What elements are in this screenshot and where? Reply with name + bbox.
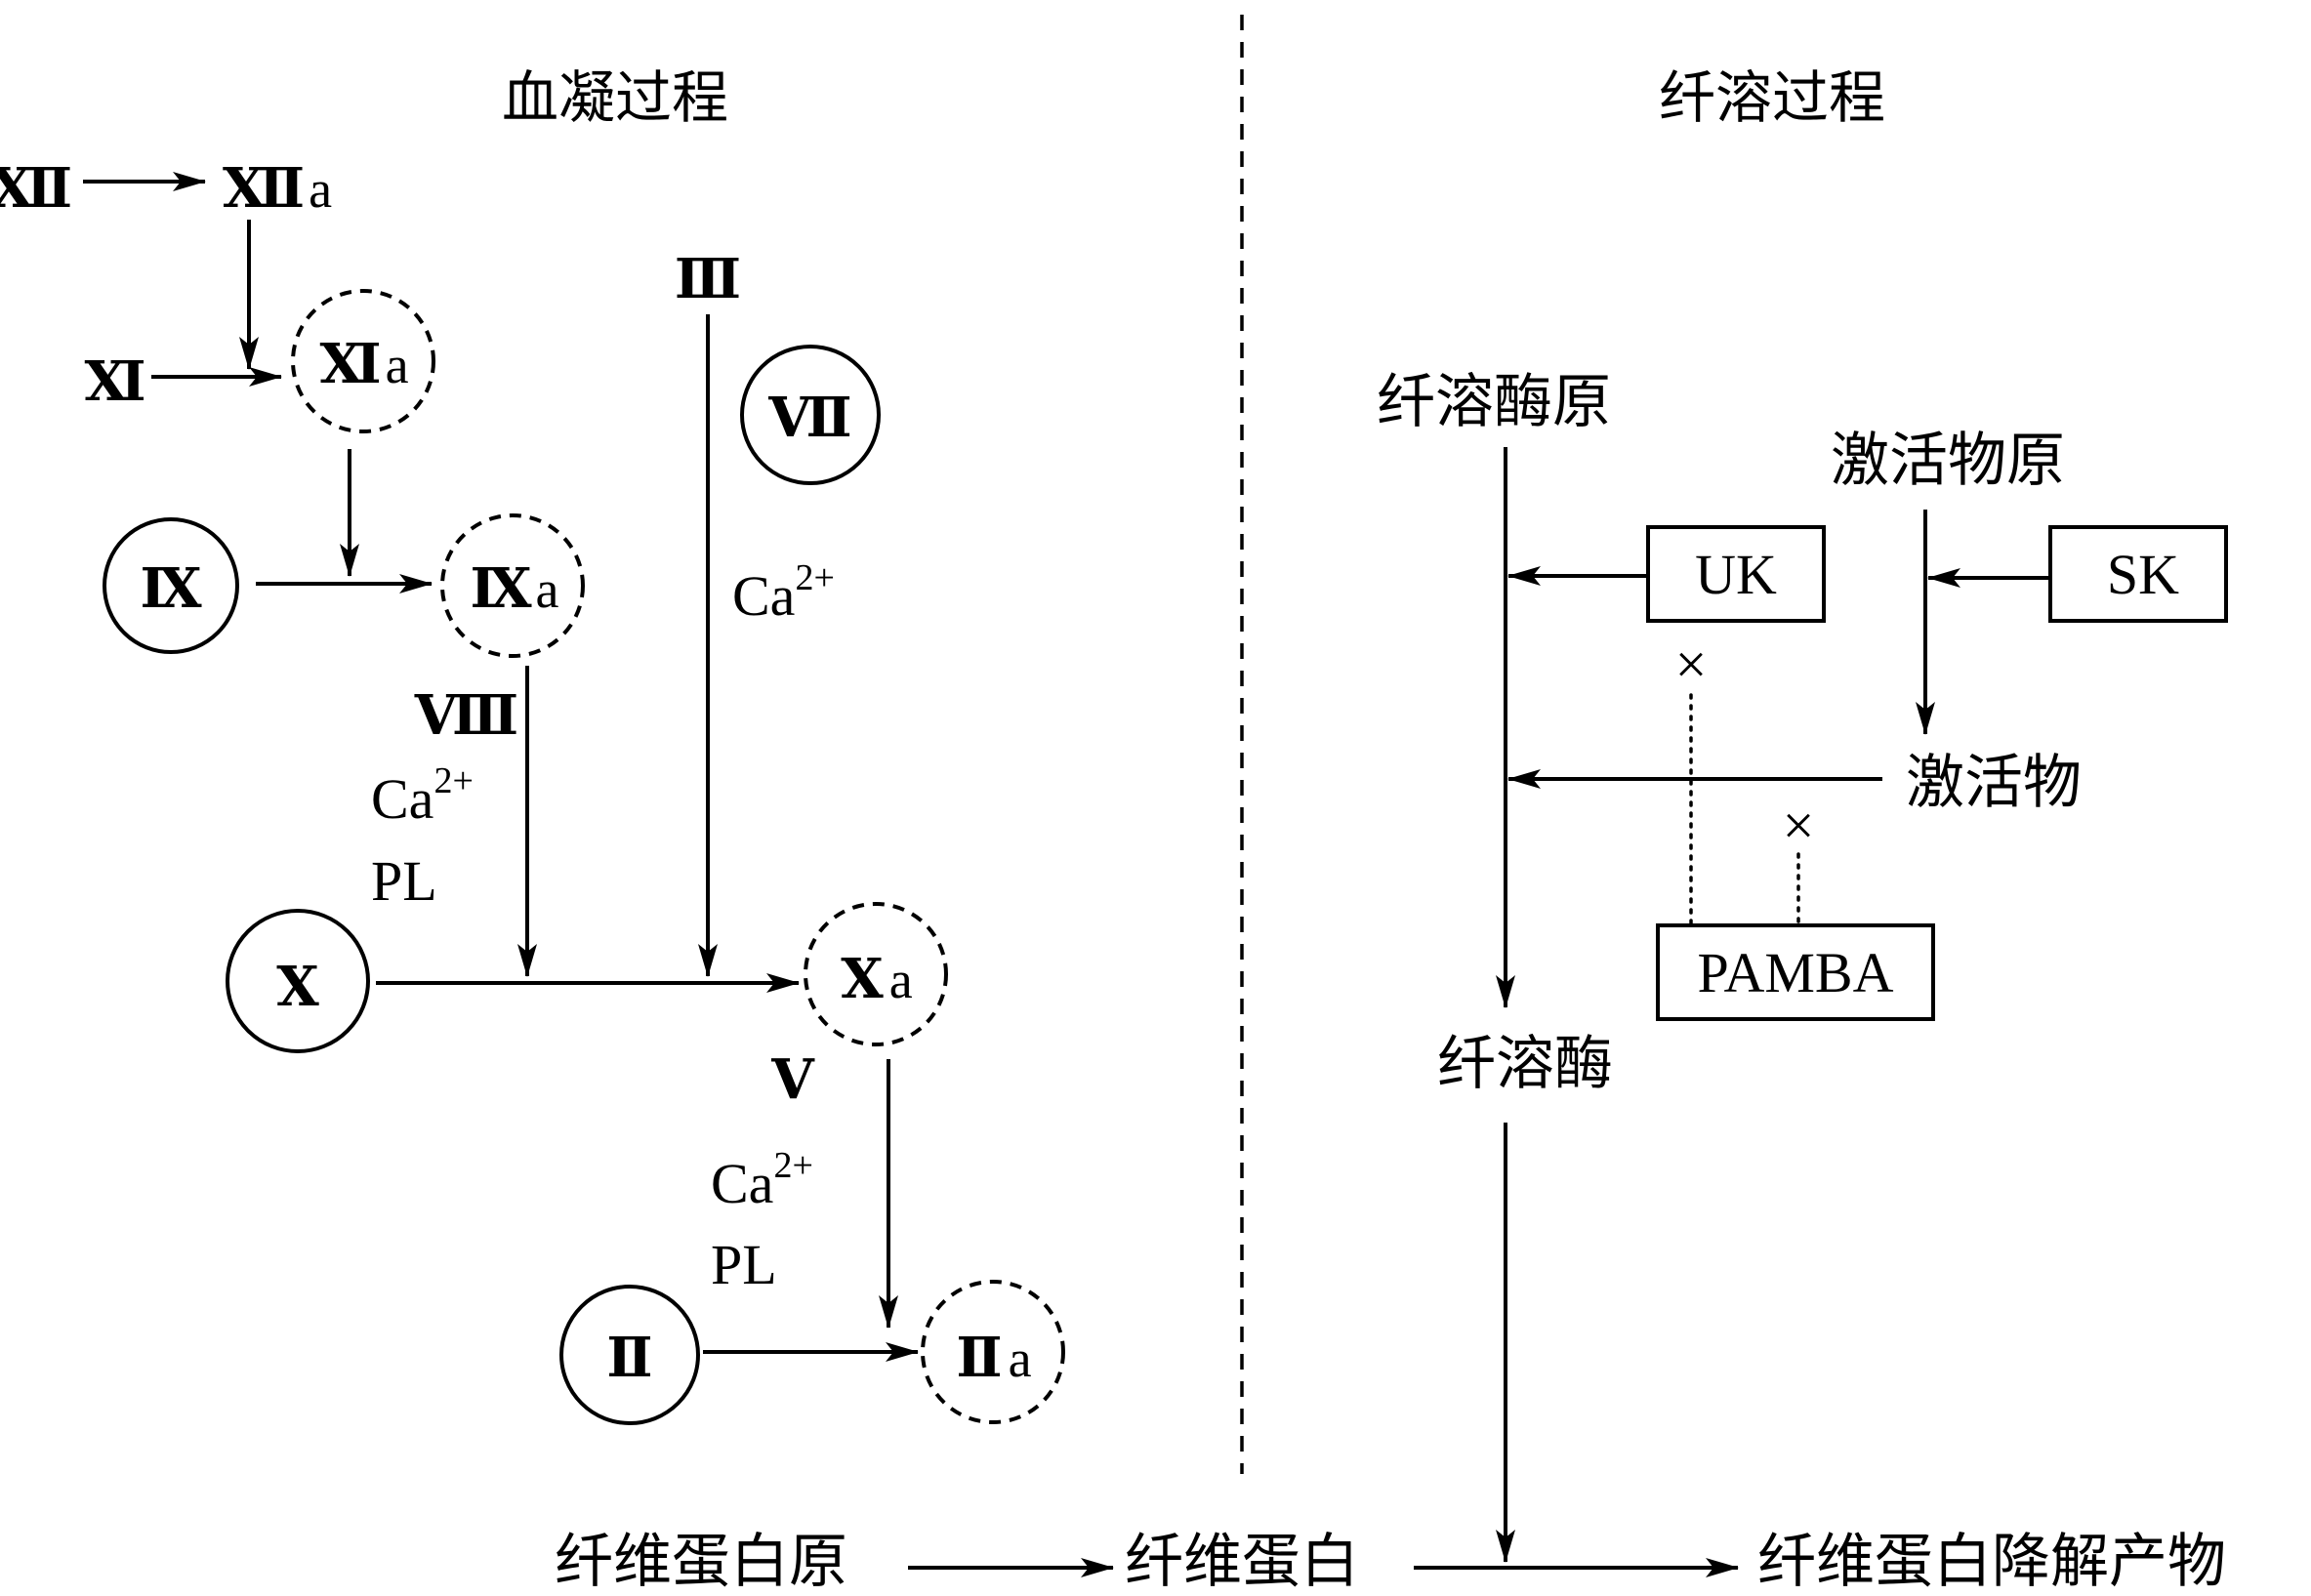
pamba-inhibit-activator-cross: × <box>1783 794 1815 857</box>
factor-10-circle <box>226 909 370 1053</box>
factor-11a-circle <box>291 289 435 433</box>
xa-calcium-charge: 2+ <box>773 1145 812 1186</box>
factor-10a-numeral: Ⅹ <box>841 947 884 1011</box>
sk-label: SK <box>2107 543 2179 606</box>
sk-box <box>2048 525 2228 623</box>
factor-12-label: Ⅻ <box>0 156 72 221</box>
activator-label: 激活物 <box>1906 749 2082 817</box>
fibrinolysis-title: 纤溶过程 <box>1659 64 1885 131</box>
ixa-calcium-charge: 2+ <box>433 760 473 801</box>
xa-phospholipid: PL <box>711 1233 777 1296</box>
factor-9a-circle <box>440 513 585 658</box>
factor-2a-circle <box>921 1280 1065 1424</box>
factor-2-circle <box>559 1285 700 1425</box>
factor-12a-numeral: Ⅻ <box>223 156 305 221</box>
factor-9-label: Ⅸ <box>140 556 201 621</box>
vii-calcium-symbol: Ca <box>732 564 795 628</box>
plasmin-label: 纤溶酶 <box>1437 1030 1613 1098</box>
factor-9a-suffix: a <box>536 560 559 619</box>
fibrin-label: 纤维蛋白 <box>1125 1528 1359 1596</box>
factor-9a-label: Ⅸa <box>470 556 558 621</box>
activator-precursor-label: 激活物原 <box>1831 427 2065 495</box>
coagulation-title: 血凝过程 <box>502 64 728 131</box>
factor-12a-suffix: a <box>309 160 332 219</box>
factor-8-label: Ⅷ <box>414 683 518 748</box>
factor-5-label: Ⅴ <box>770 1047 815 1112</box>
factor-11a-label: Ⅺa <box>319 332 408 396</box>
ixa-calcium-symbol: Ca <box>371 767 433 831</box>
uk-label: UK <box>1695 543 1777 606</box>
factor-12a-label: Ⅻa <box>223 156 332 221</box>
factor-2a-numeral: Ⅱ <box>956 1326 1002 1390</box>
factor-7-circle <box>740 345 881 485</box>
factor-11a-numeral: Ⅺ <box>319 332 381 396</box>
factor-11-label: Ⅺ <box>84 349 145 414</box>
fibrin-degradation-label: 纤维蛋白降解产物 <box>1757 1528 2226 1596</box>
ixa-phospholipid: PL <box>371 849 437 913</box>
ixa-calcium: Ca2+ <box>371 760 474 831</box>
fibrinogen-label: 纤维蛋白原 <box>555 1528 847 1596</box>
factor-9a-numeral: Ⅸ <box>470 556 531 621</box>
pamba-box <box>1656 923 1935 1021</box>
factor-3-label: Ⅲ <box>675 247 741 311</box>
vii-calcium-charge: 2+ <box>795 557 834 598</box>
factor-9-circle <box>103 517 239 654</box>
factor-2-label: Ⅱ <box>606 1326 652 1390</box>
xa-calcium-symbol: Ca <box>711 1152 773 1215</box>
vii-calcium: Ca2+ <box>732 557 835 628</box>
plasminogen-label: 纤溶酶原 <box>1377 368 1611 436</box>
pamba-inhibit-uk-cross: × <box>1675 633 1708 696</box>
factor-10-label: Ⅹ <box>276 955 319 1019</box>
factor-10a-circle <box>804 902 948 1046</box>
factor-10a-suffix: a <box>889 951 913 1009</box>
xa-calcium: Ca2+ <box>711 1145 813 1215</box>
factor-11a-suffix: a <box>386 336 409 394</box>
factor-2a-suffix: a <box>1009 1330 1032 1388</box>
factor-7-label: Ⅶ <box>767 386 851 450</box>
uk-box <box>1646 525 1826 623</box>
pamba-label: PAMBA <box>1698 941 1894 1004</box>
